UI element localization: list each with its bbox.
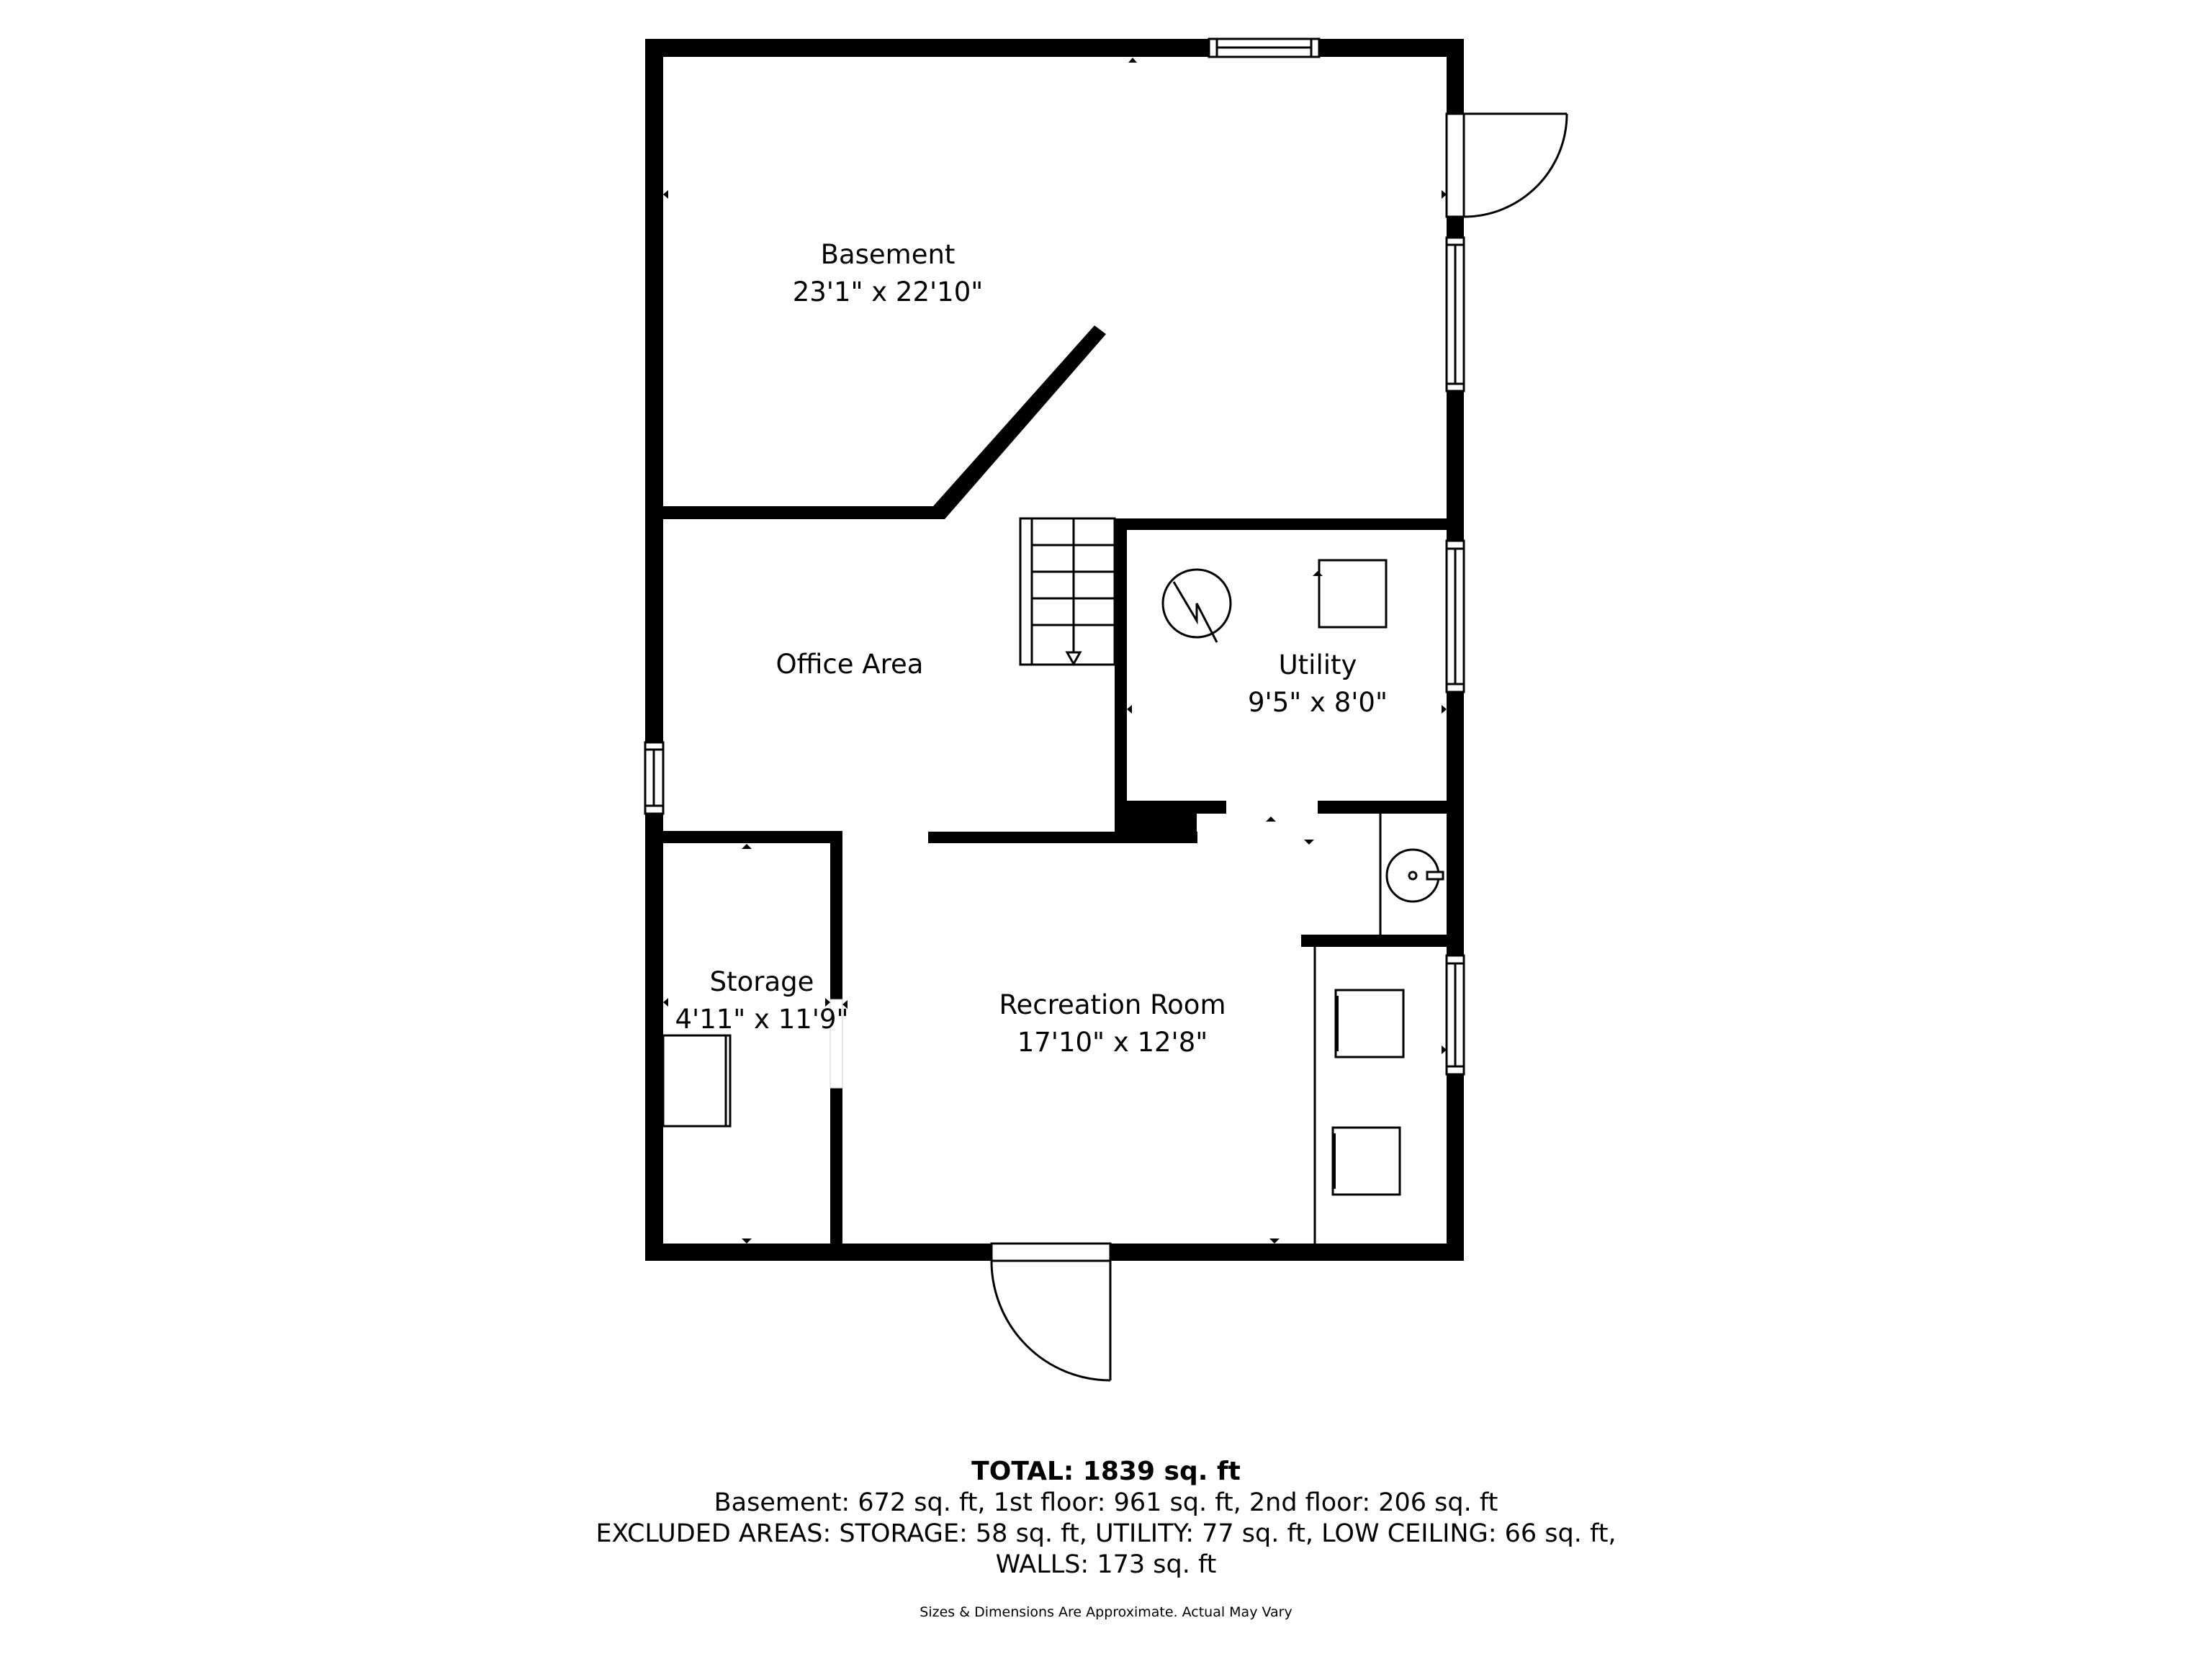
room-name: Recreation Room <box>999 989 1226 1020</box>
office-partition-wall <box>928 832 1197 843</box>
washer-icon <box>1334 989 1405 1058</box>
storage-doorway[interactable] <box>830 999 843 1089</box>
furnace-icon <box>1318 559 1388 629</box>
window-icon <box>1445 236 1465 392</box>
room-dims: 17'10" x 12'8" <box>1017 1027 1208 1058</box>
sink-icon <box>1385 848 1444 903</box>
area-summary: TOTAL: 1839 sq. ft Basement: 672 sq. ft,… <box>0 1456 2212 1581</box>
stairs-icon <box>1019 517 1116 667</box>
basement-partition-wall <box>663 325 1106 519</box>
bathroom-walls <box>1301 814 1447 1244</box>
floor-areas: Basement: 672 sq. ft, 1st floor: 961 sq.… <box>714 1488 1498 1517</box>
utility-doorway[interactable] <box>1226 801 1318 814</box>
excluded-areas: EXCLUDED AREAS: STORAGE: 58 sq. ft, UTIL… <box>595 1519 1617 1548</box>
window-icon <box>1445 954 1465 1076</box>
total-area: TOTAL: 1839 sq. ft <box>971 1457 1241 1486</box>
window-icon <box>644 741 665 815</box>
door-icon[interactable] <box>990 1242 1112 1382</box>
utility-walls <box>1115 518 1447 843</box>
room-name: Basement <box>820 239 956 270</box>
window-icon <box>1445 539 1465 693</box>
disclaimer: Sizes & Dimensions Are Approximate. Actu… <box>920 1604 1292 1620</box>
room-dims: 9'5" x 8'0" <box>1248 687 1388 718</box>
door-icon[interactable] <box>1445 112 1568 218</box>
room-name: Storage <box>709 966 814 997</box>
room-label-recreation: Recreation Room 17'10" x 12'8" <box>999 986 1226 1061</box>
room-name: Utility <box>1278 649 1357 680</box>
room-dims: 4'11" x 11'9" <box>675 1004 849 1035</box>
storage-walls <box>663 831 842 1244</box>
dryer-icon <box>1331 1126 1401 1196</box>
room-name: Office Area <box>775 649 924 680</box>
room-dims: 23'1" x 22'10" <box>792 276 984 307</box>
room-label-utility: Utility 9'5" x 8'0" <box>1248 647 1388 721</box>
walls-area: WALLS: 173 sq. ft <box>995 1550 1217 1579</box>
window-icon <box>1208 37 1321 58</box>
storage-shelf-icon <box>662 1034 732 1128</box>
water-heater-icon <box>1161 568 1232 643</box>
room-label-basement: Basement 23'1" x 22'10" <box>793 236 984 311</box>
dimension-markers <box>663 58 1447 1244</box>
room-label-storage: Storage 4'11" x 11'9" <box>675 963 848 1038</box>
room-label-office: Office Area <box>776 646 924 683</box>
